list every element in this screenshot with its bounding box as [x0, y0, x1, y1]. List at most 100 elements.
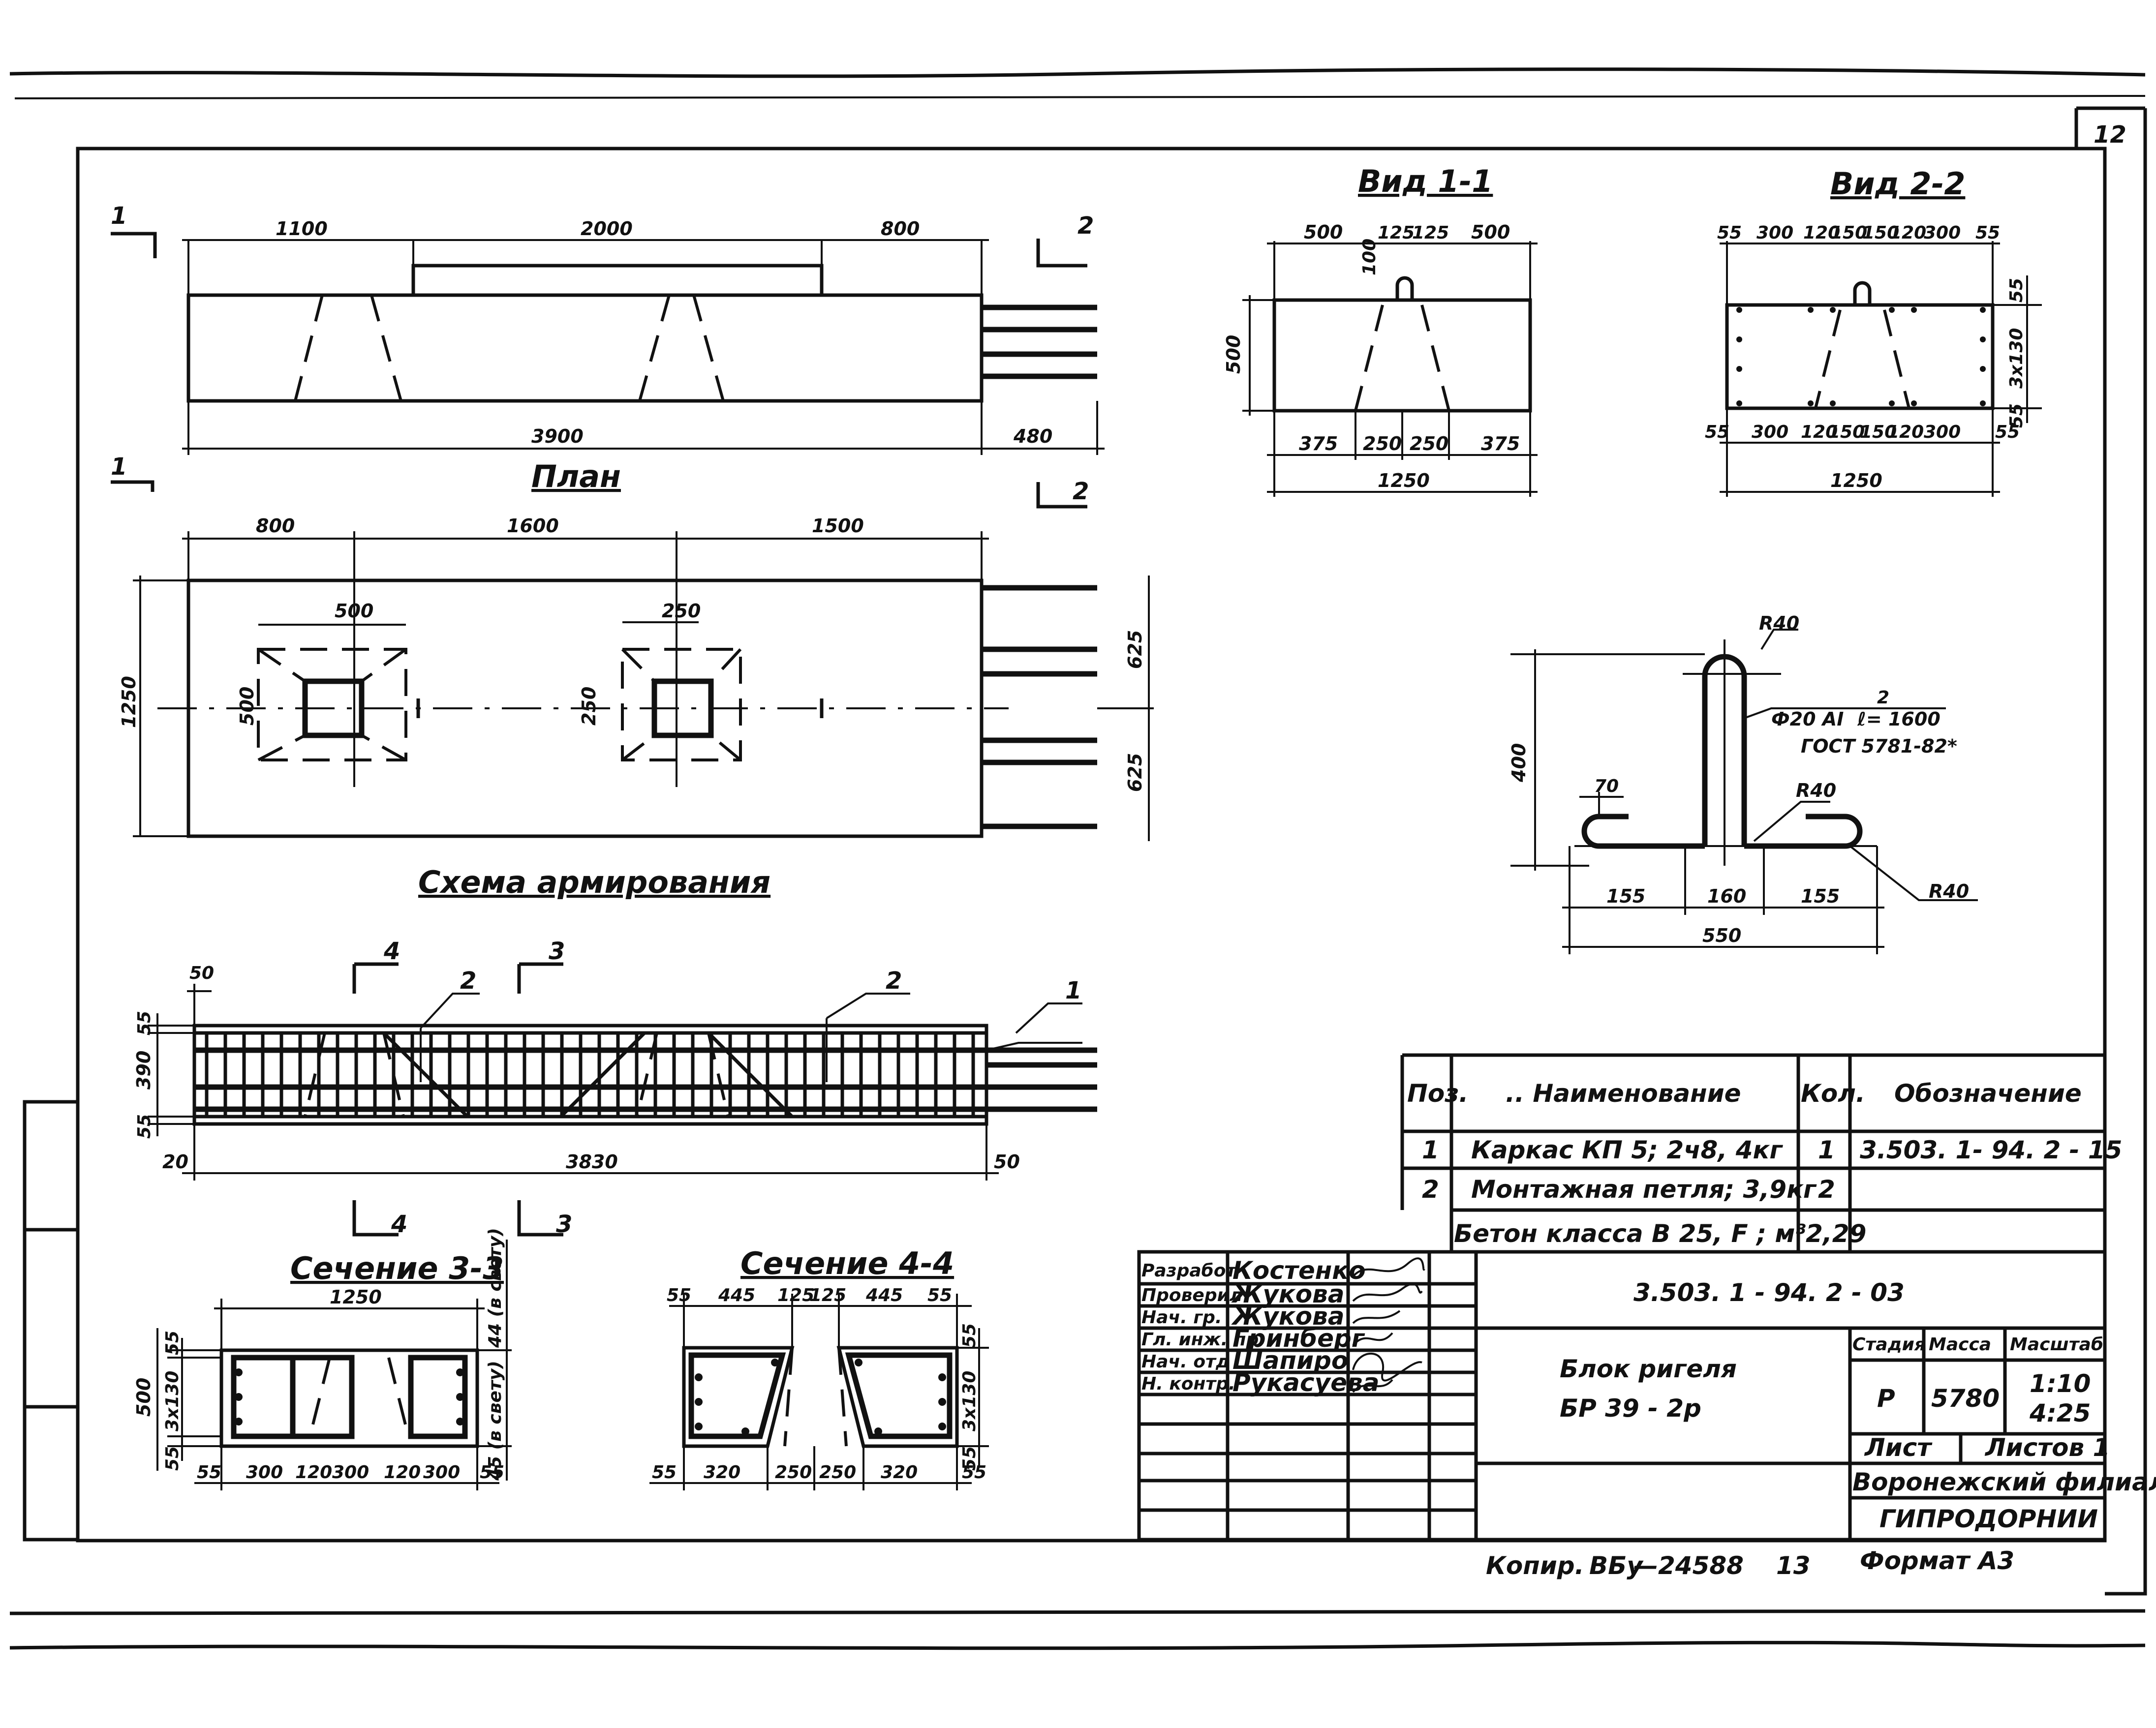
view22-bot-4: 150: [1860, 422, 1897, 442]
sec33-title: Сечение 3-3: [290, 1250, 504, 1286]
sec44-top-3: 125: [809, 1285, 846, 1305]
loop-pos: 2: [1877, 688, 1889, 708]
sec33-bot-1: 300: [246, 1462, 283, 1483]
elev-dim-480: 480: [1013, 425, 1052, 447]
sec44-right-2: 55: [959, 1446, 980, 1471]
margin-stamp: [23, 1100, 80, 1542]
view22-top-5: 120: [1889, 223, 1926, 243]
sec44-right-1: 3х130: [959, 1371, 980, 1431]
plan-title: План: [531, 458, 621, 494]
scheme-dim-55a: 55: [134, 1011, 154, 1035]
elev-dim-3900: 3900: [531, 425, 584, 447]
page-number: 12: [2094, 121, 2126, 149]
view11-dim-250b: 250: [1410, 433, 1448, 455]
sec33-dim-55a: 55: [162, 1331, 183, 1355]
plan-dim-625b: 625: [1124, 753, 1146, 792]
role-1: Проверил: [1141, 1285, 1242, 1305]
scan-edge-lines: [9, 67, 2146, 1650]
spec-header-code: Обозначение: [1894, 1079, 2082, 1108]
sec44-bot-0: 55: [652, 1462, 677, 1483]
role-2: Нач. гр.: [1141, 1307, 1222, 1328]
spec-header-qty: Кол.: [1801, 1079, 1865, 1108]
view22-bot-3: 150: [1828, 422, 1865, 442]
name-4: Шапиро: [1232, 1346, 1348, 1375]
view22-top-3: 150: [1830, 223, 1867, 243]
spec-row3-qty: 2,29: [1806, 1219, 1866, 1248]
loop-r-mid: R40: [1796, 780, 1836, 801]
signature-scribbles: [1352, 1257, 1425, 1393]
scheme-pos-2a: 2: [460, 967, 476, 995]
elev-dim-2000: 2000: [581, 218, 633, 240]
lifting-loop-detail: R40 Ф20 AI 2 ℓ= 1600 ГОСТ 5781-82* R40 R…: [1508, 612, 1978, 954]
sec44-bot-1: 320: [704, 1462, 740, 1483]
loop-dim-400: 400: [1508, 743, 1530, 783]
elev-mark-2b: 2: [1073, 478, 1089, 505]
scheme-title: Схема армирования: [418, 864, 770, 900]
scale-value-2: 4:25: [2029, 1399, 2091, 1427]
plan-hole1-dim-w: 500: [335, 600, 373, 622]
elev-dim-1100: 1100: [276, 218, 328, 240]
view11-dim-125b: 125: [1412, 223, 1449, 243]
view22-dim-1250: 1250: [1830, 470, 1882, 491]
sec44-bot-2: 250: [775, 1462, 812, 1483]
title-block: Разработ Костенко Проверил Жукова Нач. г…: [1137, 1250, 2156, 1542]
scheme-dim-50-top: 50: [189, 963, 214, 983]
view11-dim-500-left: 500: [1223, 335, 1244, 374]
role-0: Разработ: [1141, 1261, 1237, 1281]
format-label: Формат А3: [1860, 1546, 2014, 1575]
sec33-dim-1250: 1250: [330, 1286, 382, 1308]
name-5: Рукасуева: [1232, 1368, 1379, 1397]
scheme-dim-3830: 3830: [566, 1151, 618, 1173]
view11-title: Вид 1-1: [1358, 163, 1493, 199]
elev-dim-800: 800: [881, 218, 920, 240]
sheets-label: Листов 1: [1984, 1433, 2110, 1462]
role-5: Н. контр.: [1141, 1374, 1235, 1394]
view22-top-1: 300: [1756, 223, 1793, 243]
plan-dim-1500: 1500: [812, 515, 864, 537]
view11-dim-250a: 250: [1363, 433, 1402, 455]
spec-table: Поз. .. Наименование Кол. Обозначение 1 …: [1400, 1053, 2122, 1254]
plan-dim-1600: 1600: [507, 515, 559, 537]
loop-r-right: R40: [1929, 880, 1969, 902]
loop-dim-155a: 155: [1606, 885, 1645, 907]
sec33-bars: [235, 1368, 464, 1425]
loop-dim-70: 70: [1594, 776, 1619, 796]
plan-view: План 800 1600 1500 500 250 500 250 1250 …: [118, 458, 1154, 841]
scheme-mark-3: 3: [549, 938, 565, 965]
sec44-top-4: 445: [865, 1285, 903, 1305]
view11-dim-500a: 500: [1304, 221, 1343, 243]
view11-dim-375b: 375: [1481, 433, 1520, 455]
copy-number: —24588: [1633, 1551, 1744, 1580]
view22-bot-0: 55: [1705, 422, 1729, 442]
spec-row2-qty: 2: [1818, 1175, 1835, 1204]
plan-hole2-dim-h: 250: [578, 687, 600, 726]
loop-r-top: R40: [1759, 612, 1799, 634]
plan-dim-800: 800: [256, 515, 295, 537]
name-0: Костенко: [1232, 1256, 1366, 1285]
view11-dim-100: 100: [1359, 239, 1380, 275]
scheme-dim-390: 390: [133, 1051, 154, 1090]
loop-dim-160: 160: [1707, 885, 1746, 907]
view22-right-0: 55: [2006, 278, 2027, 303]
spec-header-pos: Поз.: [1407, 1079, 1468, 1108]
reinforcement-scheme: Схема армирования 4 3 2 2 1 55 390 55 50…: [133, 864, 1097, 1238]
sec44-top-1: 445: [718, 1285, 755, 1305]
view11-dim-500b: 500: [1471, 221, 1510, 243]
view22-title: Вид 2-2: [1830, 166, 1965, 202]
loop-bar-spec: Ф20 AI: [1771, 708, 1844, 730]
sec44-bot-5: 55: [962, 1462, 986, 1483]
view22-right-2: 55: [2006, 403, 2027, 428]
spec-row1-code: 3.503. 1- 94. 2 - 15: [1860, 1136, 2122, 1164]
spec-header-name: .. Наименование: [1506, 1079, 1741, 1108]
plan-dim-625a: 625: [1124, 630, 1146, 669]
sec33-clear-bottom: 45 (в свету): [485, 1361, 505, 1481]
rebar-dots: [1736, 307, 1986, 406]
plan-dim-1250: 1250: [118, 676, 140, 728]
sec33-dim-3x130: 3х130: [162, 1371, 183, 1431]
sec33-clear-top: 44 (в свету): [485, 1228, 505, 1348]
view22-top-7: 55: [1975, 223, 2000, 243]
scheme-pos-1: 1: [1065, 977, 1081, 1004]
scheme-mark-4: 4: [383, 938, 400, 965]
view22-top-4: 150: [1862, 223, 1899, 243]
